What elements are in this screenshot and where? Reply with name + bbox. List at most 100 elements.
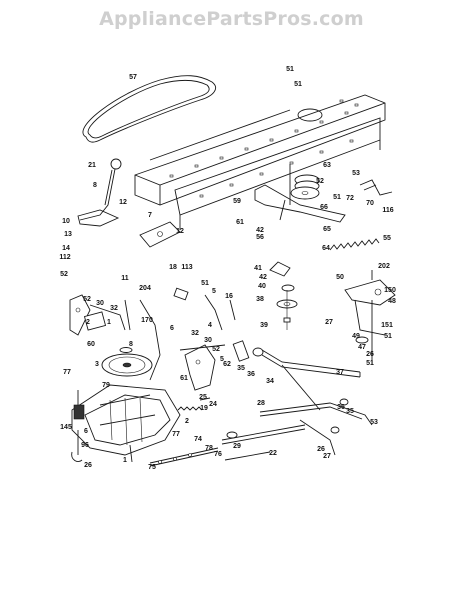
- idler-spring: [329, 238, 380, 251]
- part-label: 59: [233, 198, 241, 205]
- part-label: 8: [129, 341, 133, 348]
- part-label: 29: [233, 443, 241, 450]
- part-label: 37: [336, 369, 344, 376]
- part-label: 61: [180, 375, 188, 382]
- part-label: 2: [185, 418, 189, 425]
- part-label: 18: [169, 264, 177, 271]
- pulley-stack: [269, 261, 298, 330]
- part-label: 26: [317, 446, 325, 453]
- part-label: 1: [123, 457, 127, 464]
- part-label: 30: [96, 300, 104, 307]
- part-label: 52: [83, 296, 91, 303]
- shaft-sleeve: [232, 340, 264, 362]
- part-label: 74: [194, 436, 202, 443]
- part-label: 36: [247, 371, 255, 378]
- part-label: 76: [214, 451, 222, 458]
- part-label: 21: [88, 162, 96, 169]
- part-label: 22: [269, 450, 277, 457]
- part-label: 51: [201, 280, 209, 287]
- part-label: 145: [60, 424, 72, 431]
- part-label: 51: [286, 66, 294, 73]
- part-label: 4: [208, 322, 212, 329]
- idler-pulley-assembly: [254, 164, 346, 223]
- part-label: 51: [384, 333, 392, 340]
- part-label: 202: [378, 263, 390, 270]
- brake-spring: [177, 397, 211, 411]
- part-label: 56: [256, 234, 264, 241]
- part-label: 34: [266, 378, 274, 385]
- part-label: 62: [223, 361, 231, 368]
- part-label: 3: [95, 361, 99, 368]
- part-label: 2: [86, 319, 90, 326]
- brake-rod: [149, 447, 219, 467]
- cross-shaft: [261, 349, 361, 411]
- part-label: 35: [346, 408, 354, 415]
- part-label: 48: [388, 298, 396, 305]
- part-label: 35: [237, 365, 245, 372]
- retainer-clip: [71, 451, 83, 463]
- part-label: 75: [148, 464, 156, 471]
- part-label: 112: [59, 254, 70, 261]
- part-label: 52: [316, 178, 324, 185]
- pivot-arm: [344, 270, 396, 365]
- part-label: 24: [209, 401, 217, 408]
- part-label: 113: [181, 264, 192, 271]
- part-label: 72: [346, 195, 354, 202]
- part-label: 40: [258, 283, 266, 290]
- transaxle: [71, 384, 181, 463]
- part-label: 57: [129, 74, 137, 81]
- part-label: 6: [84, 428, 88, 435]
- part-label: 32: [191, 330, 199, 337]
- control-rod: [139, 299, 161, 381]
- part-label: 79: [102, 382, 110, 389]
- part-label: 13: [64, 231, 72, 238]
- part-label: 7: [148, 212, 152, 219]
- tractor-frame: [134, 94, 386, 230]
- part-label: 11: [121, 275, 129, 282]
- part-label: 51: [366, 360, 374, 367]
- part-label: 96: [81, 442, 89, 449]
- bracket: [139, 221, 181, 248]
- part-label: 42: [256, 227, 264, 234]
- part-label: 47: [358, 344, 366, 351]
- part-label: 52: [212, 346, 220, 353]
- part-label: 5: [220, 356, 224, 363]
- part-label: 49: [352, 333, 360, 340]
- brake-linkage-left: [69, 294, 131, 336]
- part-label: 12: [176, 228, 184, 235]
- part-label: 30: [204, 337, 212, 344]
- part-label: 5: [212, 288, 216, 295]
- part-label: 27: [323, 453, 331, 460]
- part-label: 8: [93, 182, 97, 189]
- part-label: 39: [260, 322, 268, 329]
- part-label: 26: [84, 462, 92, 469]
- part-label: 41: [254, 265, 262, 272]
- part-label: 27: [325, 319, 333, 326]
- part-label: 19: [200, 405, 208, 412]
- part-label: 63: [323, 162, 331, 169]
- part-label: 55: [383, 235, 391, 242]
- part-label: 36: [337, 404, 345, 411]
- rod-bracket: [359, 179, 393, 196]
- part-label: 32: [110, 305, 118, 312]
- part-label: 1: [107, 319, 111, 326]
- part-label: 6: [170, 325, 174, 332]
- lower-linkage: [221, 398, 373, 461]
- part-label: 38: [256, 296, 264, 303]
- part-label: 50: [336, 274, 344, 281]
- part-label: 151: [381, 322, 393, 329]
- part-label: 61: [236, 219, 244, 226]
- part-label: 150: [384, 287, 396, 294]
- part-label: 77: [172, 431, 180, 438]
- part-label: 70: [366, 200, 374, 207]
- shift-lever: [77, 158, 122, 227]
- part-label: 25: [199, 394, 207, 401]
- transmission-pulley: [101, 347, 153, 377]
- part-label: 78: [205, 445, 213, 452]
- part-label: 52: [60, 271, 68, 278]
- part-label: 53: [352, 170, 360, 177]
- part-label: 12: [119, 199, 127, 206]
- part-label: 65: [323, 226, 331, 233]
- part-label: 16: [225, 293, 233, 300]
